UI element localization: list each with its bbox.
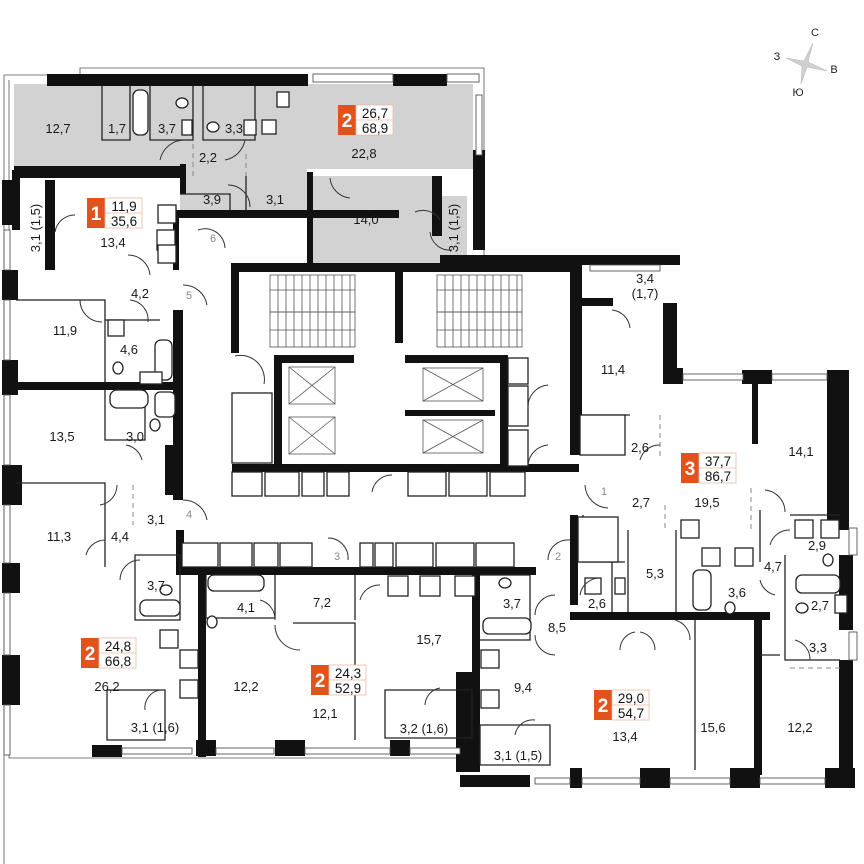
apartment-badge-1[interactable]: 1 11,9 35,6 [87,197,143,229]
compass: С З В Ю [774,27,838,99]
apartment-badge-right-2[interactable]: 2 29,0 54,7 [594,689,650,721]
room-area: (1,7) [632,286,659,301]
corridor-cabinets [181,357,626,568]
plumbing-fixtures [107,89,848,709]
room-area: 3,1 (1,5) [494,748,542,763]
room-area: 3,7 [158,121,176,136]
highlighted-apartment[interactable] [14,84,473,263]
badge-total-area: 68,9 [362,121,388,136]
room-area: 3,7 [503,596,521,611]
room-area: 11,9 [53,323,77,338]
compass-east: В [830,64,837,76]
room-area: 3,3 [809,640,827,655]
room-area: 12,2 [233,679,258,694]
entrance-number: 1 [601,486,607,498]
badge-living-area: 24,8 [105,639,131,654]
room-area: 2,9 [808,538,826,553]
room-area: 3,7 [147,578,165,593]
room-area: 3,4 [636,271,654,286]
room-area: 5,3 [646,566,664,581]
entrance-number: 2 [555,551,561,563]
badge-total-area: 54,7 [618,706,644,721]
entrance-number: 6 [210,233,216,245]
room-area: 4,2 [131,286,149,301]
entrance-number: 4 [186,509,192,521]
stairwell-right [436,274,523,348]
room-area: 4,7 [764,559,782,574]
room-area: 13,5 [49,429,74,444]
badge-rooms: 2 [598,696,609,717]
apartment-badge-3[interactable]: 3 37,7 86,7 [681,452,737,484]
room-area: 22,8 [351,146,376,161]
room-area: 2,6 [631,440,649,455]
apartment-badge-mid-2[interactable]: 2 24,3 52,9 [311,664,367,696]
room-area: 12,7 [45,121,70,136]
room-area: 12,1 [312,706,337,721]
elevator-shafts [288,366,484,455]
room-area: 4,6 [120,342,138,357]
badge-total-area: 52,9 [335,681,361,696]
room-area: 9,4 [514,680,532,695]
doors [54,139,811,736]
entrance-number: 5 [186,290,192,302]
room-area: 3,1 [266,192,284,207]
compass-west: З [774,51,781,63]
room-area: 3,1 (1,5) [446,204,461,252]
badge-living-area: 11,9 [111,199,136,214]
room-area: 3,3 [225,121,243,136]
room-area: 1,7 [108,121,126,136]
room-area: 19,5 [694,495,719,510]
room-area: 11,3 [47,529,71,544]
badge-rooms: 3 [685,459,696,480]
room-area: 3,0 [126,429,144,444]
room-area: 2,2 [199,150,217,165]
entrance-number: 3 [334,551,340,563]
badge-total-area: 35,6 [111,214,137,229]
room-area: 12,2 [787,720,812,735]
windows [3,73,858,785]
apartment-badge-top-2[interactable]: 2 26,7 68,9 [338,104,394,136]
badge-living-area: 24,3 [335,666,361,681]
room-area: 4,1 [237,600,255,615]
room-area: 3,1 (1,6) [131,720,179,735]
entrance-numbers: 1 2 3 4 5 6 [186,233,607,563]
room-area: 7,2 [313,595,331,610]
room-area: 13,4 [612,729,637,744]
room-area: 14,0 [353,212,378,227]
room-area: 4,4 [111,529,129,544]
room-area: 2,6 [588,596,606,611]
room-area: 11,4 [601,362,625,377]
room-area: 3,9 [203,192,221,207]
badge-living-area: 26,7 [362,106,388,121]
zone-dividers [132,144,840,669]
compass-north: С [811,27,819,39]
room-area: 13,4 [100,235,125,250]
walls [2,74,855,788]
badge-living-area: 29,0 [618,691,644,706]
room-area: 3,2 (1,6) [400,721,448,736]
badge-rooms: 2 [342,111,353,132]
room-area: 15,7 [416,632,441,647]
room-area: 14,1 [788,444,813,459]
compass-star-icon [785,42,828,85]
stairwell-left [269,274,356,348]
room-area: 3,6 [728,585,746,600]
room-area: 15,6 [700,720,725,735]
badge-rooms: 2 [315,671,326,692]
badge-total-area: 66,8 [105,654,131,669]
badge-total-area: 86,7 [705,469,731,484]
badge-rooms: 1 [91,204,102,225]
room-area: 2,7 [632,495,650,510]
room-area: 2,7 [811,598,829,613]
room-area: 26,2 [94,679,119,694]
apartment-badge-left-2[interactable]: 2 24,8 66,8 [81,637,137,669]
room-area: 3,1 [147,512,165,527]
room-area: 3,1 (1,5) [28,204,43,252]
room-area-labels: 12,7 1,7 3,7 3,3 22,8 2,2 3,9 3,1 14,0 3… [28,121,829,763]
badge-living-area: 37,7 [705,454,731,469]
compass-south: Ю [792,87,803,99]
room-area: 8,5 [548,620,566,635]
badge-rooms: 2 [85,644,96,665]
